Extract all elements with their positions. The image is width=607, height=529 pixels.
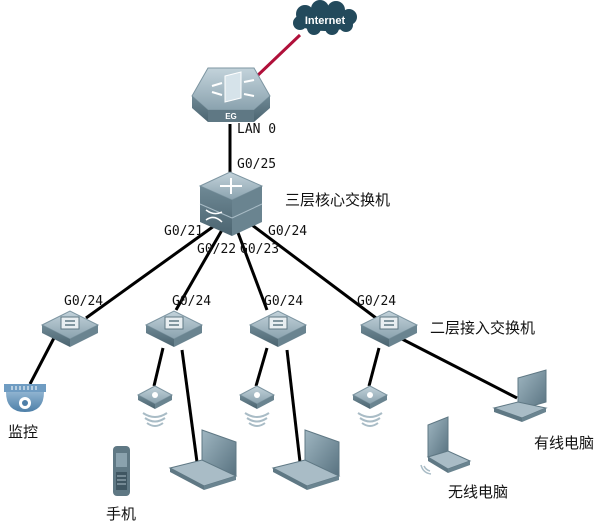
link-sw4-ap [367,347,381,387]
access-point-3[interactable] [351,385,389,427]
eg-badge: EG [225,112,237,121]
laptop-icon [271,429,341,490]
layer2-switch-icon [359,310,419,347]
layer3-switch-icon [198,171,264,236]
sw4-port-label: G0/24 [357,294,396,309]
gateway-node[interactable]: EG LAN 0 [191,67,276,137]
wireless-ap-icon [238,385,276,427]
access-switch-1[interactable]: G0/24 [40,294,103,347]
wan-link [254,33,302,79]
surveillance-camera-icon [4,384,46,412]
camera-node[interactable]: 监控 [4,384,46,441]
layer2-switch-icon [144,310,204,347]
port-g021-label: G0/21 [164,224,203,239]
access-switch-4[interactable]: G0/24 二层接入交换机 [357,294,535,347]
laptop-icon [492,369,548,422]
link-sw4-laptop [399,336,518,400]
access-switch-label: 二层接入交换机 [430,319,535,337]
wireless-pc-node[interactable]: 无线电脑 [420,416,508,501]
link-core-g023 [235,229,269,311]
link-core-g021 [85,224,215,320]
wired-pc-node[interactable]: 有线电脑 [492,369,594,452]
internet-label: Internet [305,15,346,27]
link-core-g022 [174,229,224,311]
wireless-laptop-icon [420,416,472,475]
link-sw2-ap [152,347,165,387]
laptop-3[interactable] [271,429,341,490]
port-lan0-label: LAN 0 [237,122,276,137]
phone-node[interactable]: 手机 [106,446,136,523]
mobile-phone-icon [113,446,130,496]
wireless-ap-icon [136,385,174,427]
core-switch-node[interactable]: G0/25 三层核心交换机 G0/21 G0/22 G0/23 G0/24 [164,157,390,257]
access-switch-3[interactable]: G0/24 [248,294,308,347]
sw2-port-label: G0/24 [172,294,211,309]
link-sw3-laptop [285,349,302,463]
wireless-ap-icon [351,385,389,427]
link-sw2-laptop [180,349,199,463]
cloud-icon [293,0,357,35]
link-core-g024 [247,220,377,320]
laptop-2[interactable] [168,429,238,490]
layer2-switch-icon [248,310,308,347]
port-g024-label: G0/24 [268,224,307,239]
phone-label: 手机 [106,505,136,523]
wired-pc-label: 有线电脑 [534,434,594,452]
access-point-2[interactable] [238,385,276,427]
links [28,33,518,463]
wireless-pc-label: 无线电脑 [448,483,508,501]
egress-gateway-icon [191,67,271,122]
link-sw3-ap [254,347,269,387]
sw1-port-label: G0/24 [64,294,103,309]
link-sw1-camera [28,335,57,385]
camera-label: 监控 [8,423,38,441]
access-point-1[interactable] [136,385,174,427]
port-g025-label: G0/25 [237,157,276,172]
core-switch-label: 三层核心交换机 [285,191,390,209]
access-switch-2[interactable]: G0/24 [144,294,211,347]
port-g023-label: G0/23 [240,242,279,257]
port-g022-label: G0/22 [197,242,236,257]
internet-node[interactable]: Internet [293,0,357,35]
sw3-port-label: G0/24 [264,294,303,309]
layer2-switch-icon [40,310,100,347]
laptop-icon [168,429,238,490]
